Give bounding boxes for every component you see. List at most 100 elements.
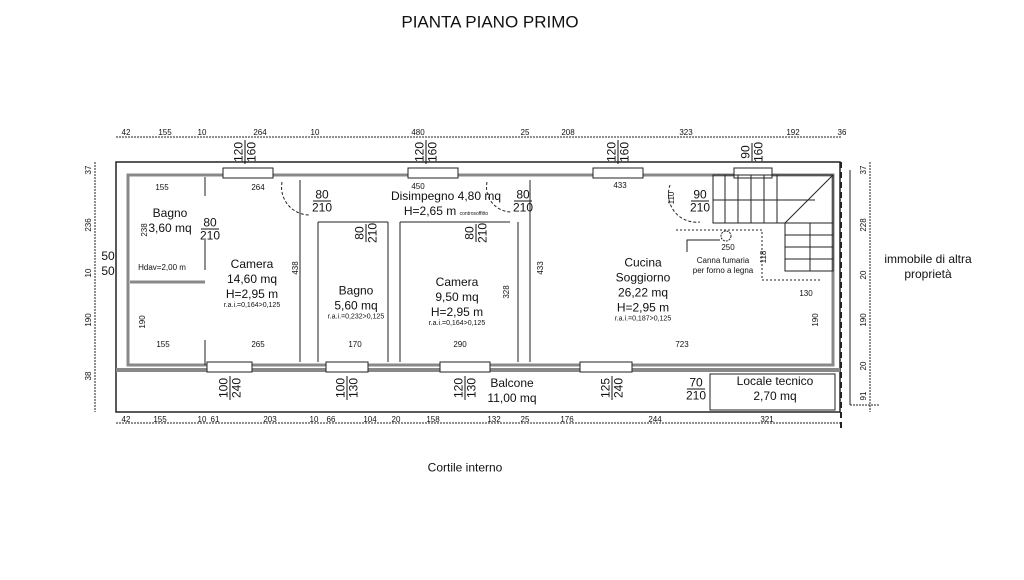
room-height: H=2,95 m — [225, 287, 279, 302]
label-line: immobile di altra — [884, 252, 972, 266]
dim-bottom: 10 — [309, 415, 319, 424]
dim-top: 323 — [679, 128, 693, 137]
dim-top: 10 — [197, 128, 207, 137]
dim-inner: 170 — [348, 340, 362, 349]
room-name: Locale tecnico — [736, 374, 814, 388]
room-rai: r.a.i.=0,164>0,125 — [428, 320, 486, 328]
door-height: 210 — [311, 200, 333, 215]
door-height: 210 — [689, 200, 711, 215]
dim-inner: 118 — [759, 250, 768, 264]
dim-inner: 190 — [811, 313, 820, 327]
dim-left: 38 — [84, 371, 93, 381]
dim-inner: 328 — [502, 285, 511, 299]
dim-inner: 190 — [138, 315, 147, 329]
room-height: H=2,95 m — [430, 305, 484, 320]
room-rai: r.a.i.=0,164>0,125 — [223, 302, 281, 310]
dim-right: 228 — [859, 218, 868, 232]
room-name: Bagno — [152, 206, 188, 220]
dim-bottom: 66 — [326, 415, 336, 424]
room-area: 26,22 mq — [617, 285, 669, 300]
dim-bottom: 10 — [197, 415, 207, 424]
room-note: controsoffitto — [459, 211, 489, 217]
dim-right: 20 — [859, 270, 868, 280]
dim-bottom: 61 — [210, 415, 220, 424]
dim-bottom: 321 — [760, 415, 774, 424]
dim-bottom: 25 — [520, 415, 530, 424]
door-height: 210 — [365, 222, 380, 244]
room-name: Balcone — [490, 376, 534, 390]
dim-bottom: 203 — [263, 415, 277, 424]
dim-bottom: 132 — [487, 415, 501, 424]
window-height: 240 — [611, 377, 626, 399]
dim-top: 155 — [158, 128, 172, 137]
dim-inner: 723 — [675, 340, 689, 349]
room-height: H=2,65 m — [403, 204, 457, 218]
vent-dim: 50 — [101, 264, 115, 278]
room-name: Camera — [230, 257, 274, 272]
dim-inner: 250 — [721, 243, 735, 252]
dim-left: 10 — [84, 268, 93, 278]
dim-top: 192 — [786, 128, 800, 137]
dim-bottom: 104 — [363, 415, 377, 424]
room-area: 2,70 mq — [753, 389, 797, 403]
dim-bottom: 244 — [648, 415, 662, 424]
window-height: 130 — [346, 377, 361, 399]
dim-bottom: 155 — [153, 415, 167, 424]
dim-top: 42 — [121, 128, 131, 137]
dim-inner: 290 — [453, 340, 467, 349]
room-height: H=2,95 m — [616, 300, 670, 315]
dim-top: 25 — [520, 128, 530, 137]
window-height: 160 — [425, 141, 440, 163]
room-area: 5,60 mq — [334, 298, 378, 313]
dim-left: 190 — [84, 313, 93, 327]
dim-right: 190 — [859, 313, 868, 327]
label-line: per forno a legna — [692, 266, 754, 275]
dim-inner: 110 — [667, 191, 676, 205]
dim-right: 20 — [859, 361, 868, 371]
window-height: 160 — [751, 141, 766, 163]
dim-inner: 155 — [156, 340, 170, 349]
room-rai: r.a.i.=0,232>0,125 — [327, 313, 385, 321]
door-width: 80 — [201, 215, 219, 230]
door-height: 210 — [685, 388, 707, 403]
room-area: 11,00 mq — [487, 391, 537, 405]
room-area: 9,50 mq — [435, 290, 479, 305]
door-width: 70 — [687, 375, 705, 390]
courtyard-label: Cortile interno — [427, 460, 503, 475]
room-name: Soggiorno — [615, 270, 671, 285]
dim-inner: 155 — [155, 183, 169, 192]
dim-top: 264 — [253, 128, 267, 137]
room-name: Cucina — [624, 255, 662, 270]
window-height: 130 — [464, 377, 479, 399]
dim-inner: 450 — [411, 182, 425, 191]
door-width: 80 — [514, 187, 532, 202]
room-name: Camera — [435, 275, 479, 290]
dim-top: 480 — [411, 128, 425, 137]
dim-bottom: 20 — [391, 415, 401, 424]
door-height: 210 — [199, 228, 221, 243]
room-name: Bagno — [338, 283, 374, 298]
label-line: proprietà — [904, 267, 952, 281]
dim-bottom: 176 — [560, 415, 574, 424]
door-height: 210 — [512, 200, 534, 215]
dim-right: 37 — [859, 165, 868, 175]
dim-inner: 433 — [536, 261, 545, 275]
